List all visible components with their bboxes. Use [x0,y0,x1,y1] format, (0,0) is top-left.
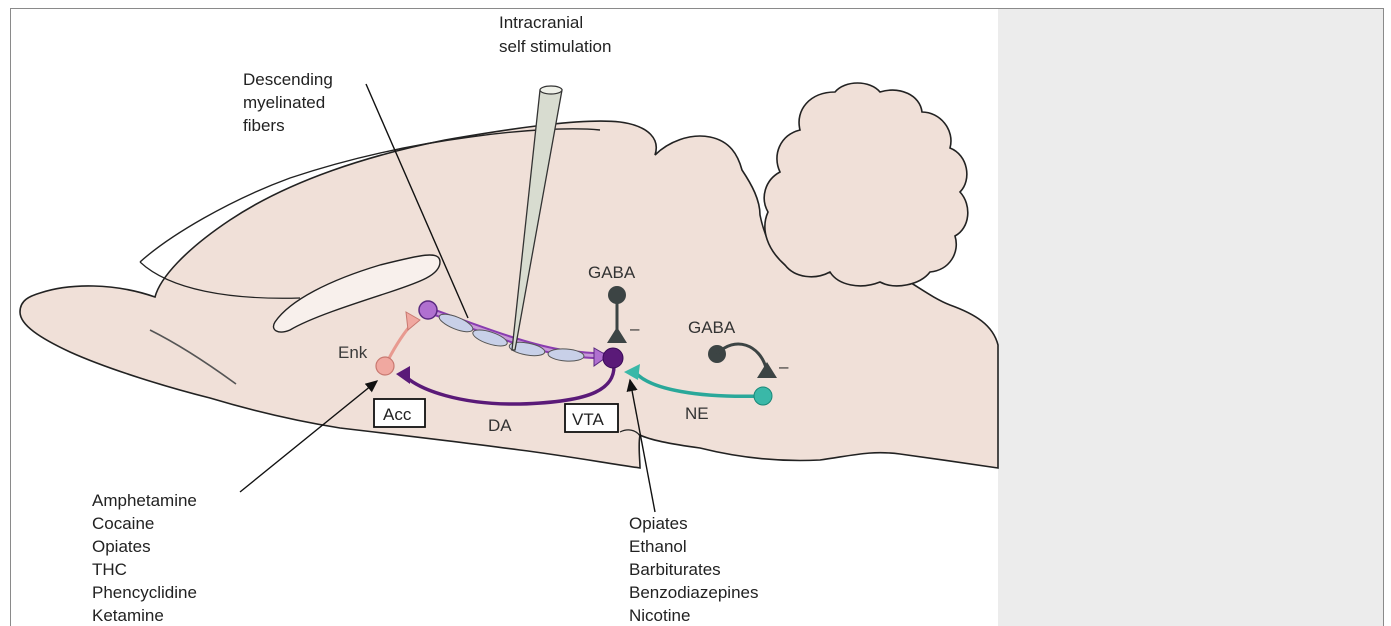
vta-drug-item: Nicotine [629,606,690,625]
enk-label: Enk [338,343,368,362]
acc-drug-item: THC [92,560,127,579]
vta-drug-item: Opiates [629,514,688,533]
acc-drug-item: Amphetamine [92,491,197,510]
gaba-right-label: GABA [688,318,736,337]
vta-da-cell-body [603,348,623,368]
ics-label-line2: self stimulation [499,37,611,56]
descending-label-line1: Descending [243,70,333,89]
vta-label: VTA [572,410,604,429]
acc-drug-item: Opiates [92,537,151,556]
gaba-top-minus: – [630,319,640,338]
vta-drug-list: Opiates Ethanol Barbiturates Benzodiazep… [629,514,758,625]
cerebellum [764,83,968,286]
vta-drug-item: Benzodiazepines [629,583,758,602]
gaba-top-label: GABA [588,263,636,282]
descending-label-line3: fibers [243,116,285,135]
acc-label: Acc [383,405,412,424]
gaba-right-minus: – [779,357,789,376]
acc-drug-item: Ketamine [92,606,164,625]
fiber-cell-body [419,301,437,319]
descending-label-line2: myelinated [243,93,325,112]
da-label: DA [488,416,512,435]
vta-drug-item: Barbiturates [629,560,721,579]
enk-cell-body [376,357,394,375]
ne-cell-body [754,387,772,405]
electrode-top [540,86,562,94]
ne-label: NE [685,404,709,423]
ics-label-line1: Intracranial [499,13,583,32]
acc-drug-item: Cocaine [92,514,154,533]
acc-drug-item: Phencyclidine [92,583,197,602]
vta-drug-item: Ethanol [629,537,687,556]
acc-drug-list: Amphetamine Cocaine Opiates THC Phencycl… [92,491,197,625]
